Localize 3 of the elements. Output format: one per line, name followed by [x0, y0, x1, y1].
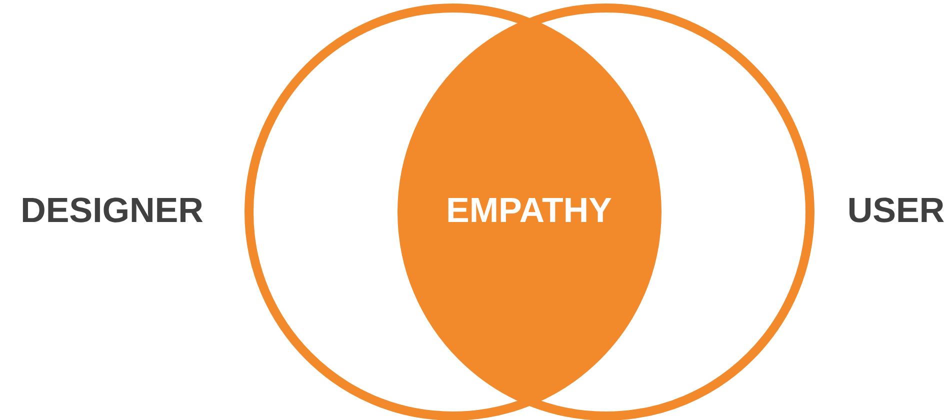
circle-label: USER — [849, 198, 944, 222]
overlap-lens: EMPATHY — [402, 8, 657, 416]
circle-label: DESIGNER — [22, 198, 203, 222]
